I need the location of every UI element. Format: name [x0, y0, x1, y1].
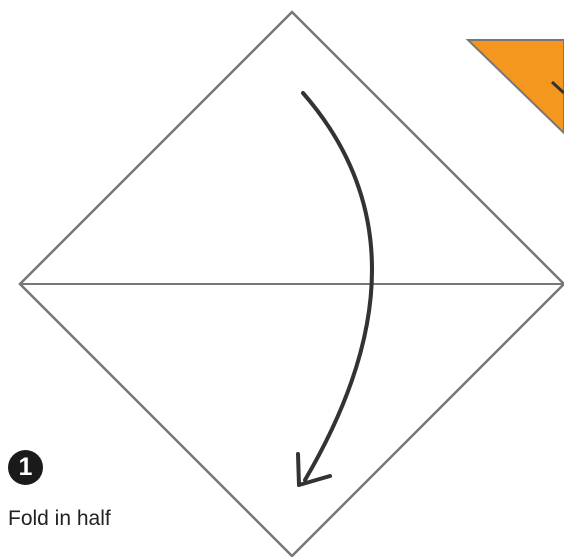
- orange-paper-corner-icon: [465, 39, 564, 135]
- fold-arrow-shaft: [301, 91, 374, 482]
- orange-paper-corner: [465, 39, 564, 135]
- step-number-badge: 1: [8, 450, 43, 485]
- step-caption: Fold in half: [8, 507, 111, 530]
- step-number: 1: [18, 453, 33, 481]
- orange-corner-arrow-fragment: [550, 80, 564, 95]
- curved-arrow-down-icon: [296, 91, 374, 487]
- fold-arrow-head: [296, 452, 332, 487]
